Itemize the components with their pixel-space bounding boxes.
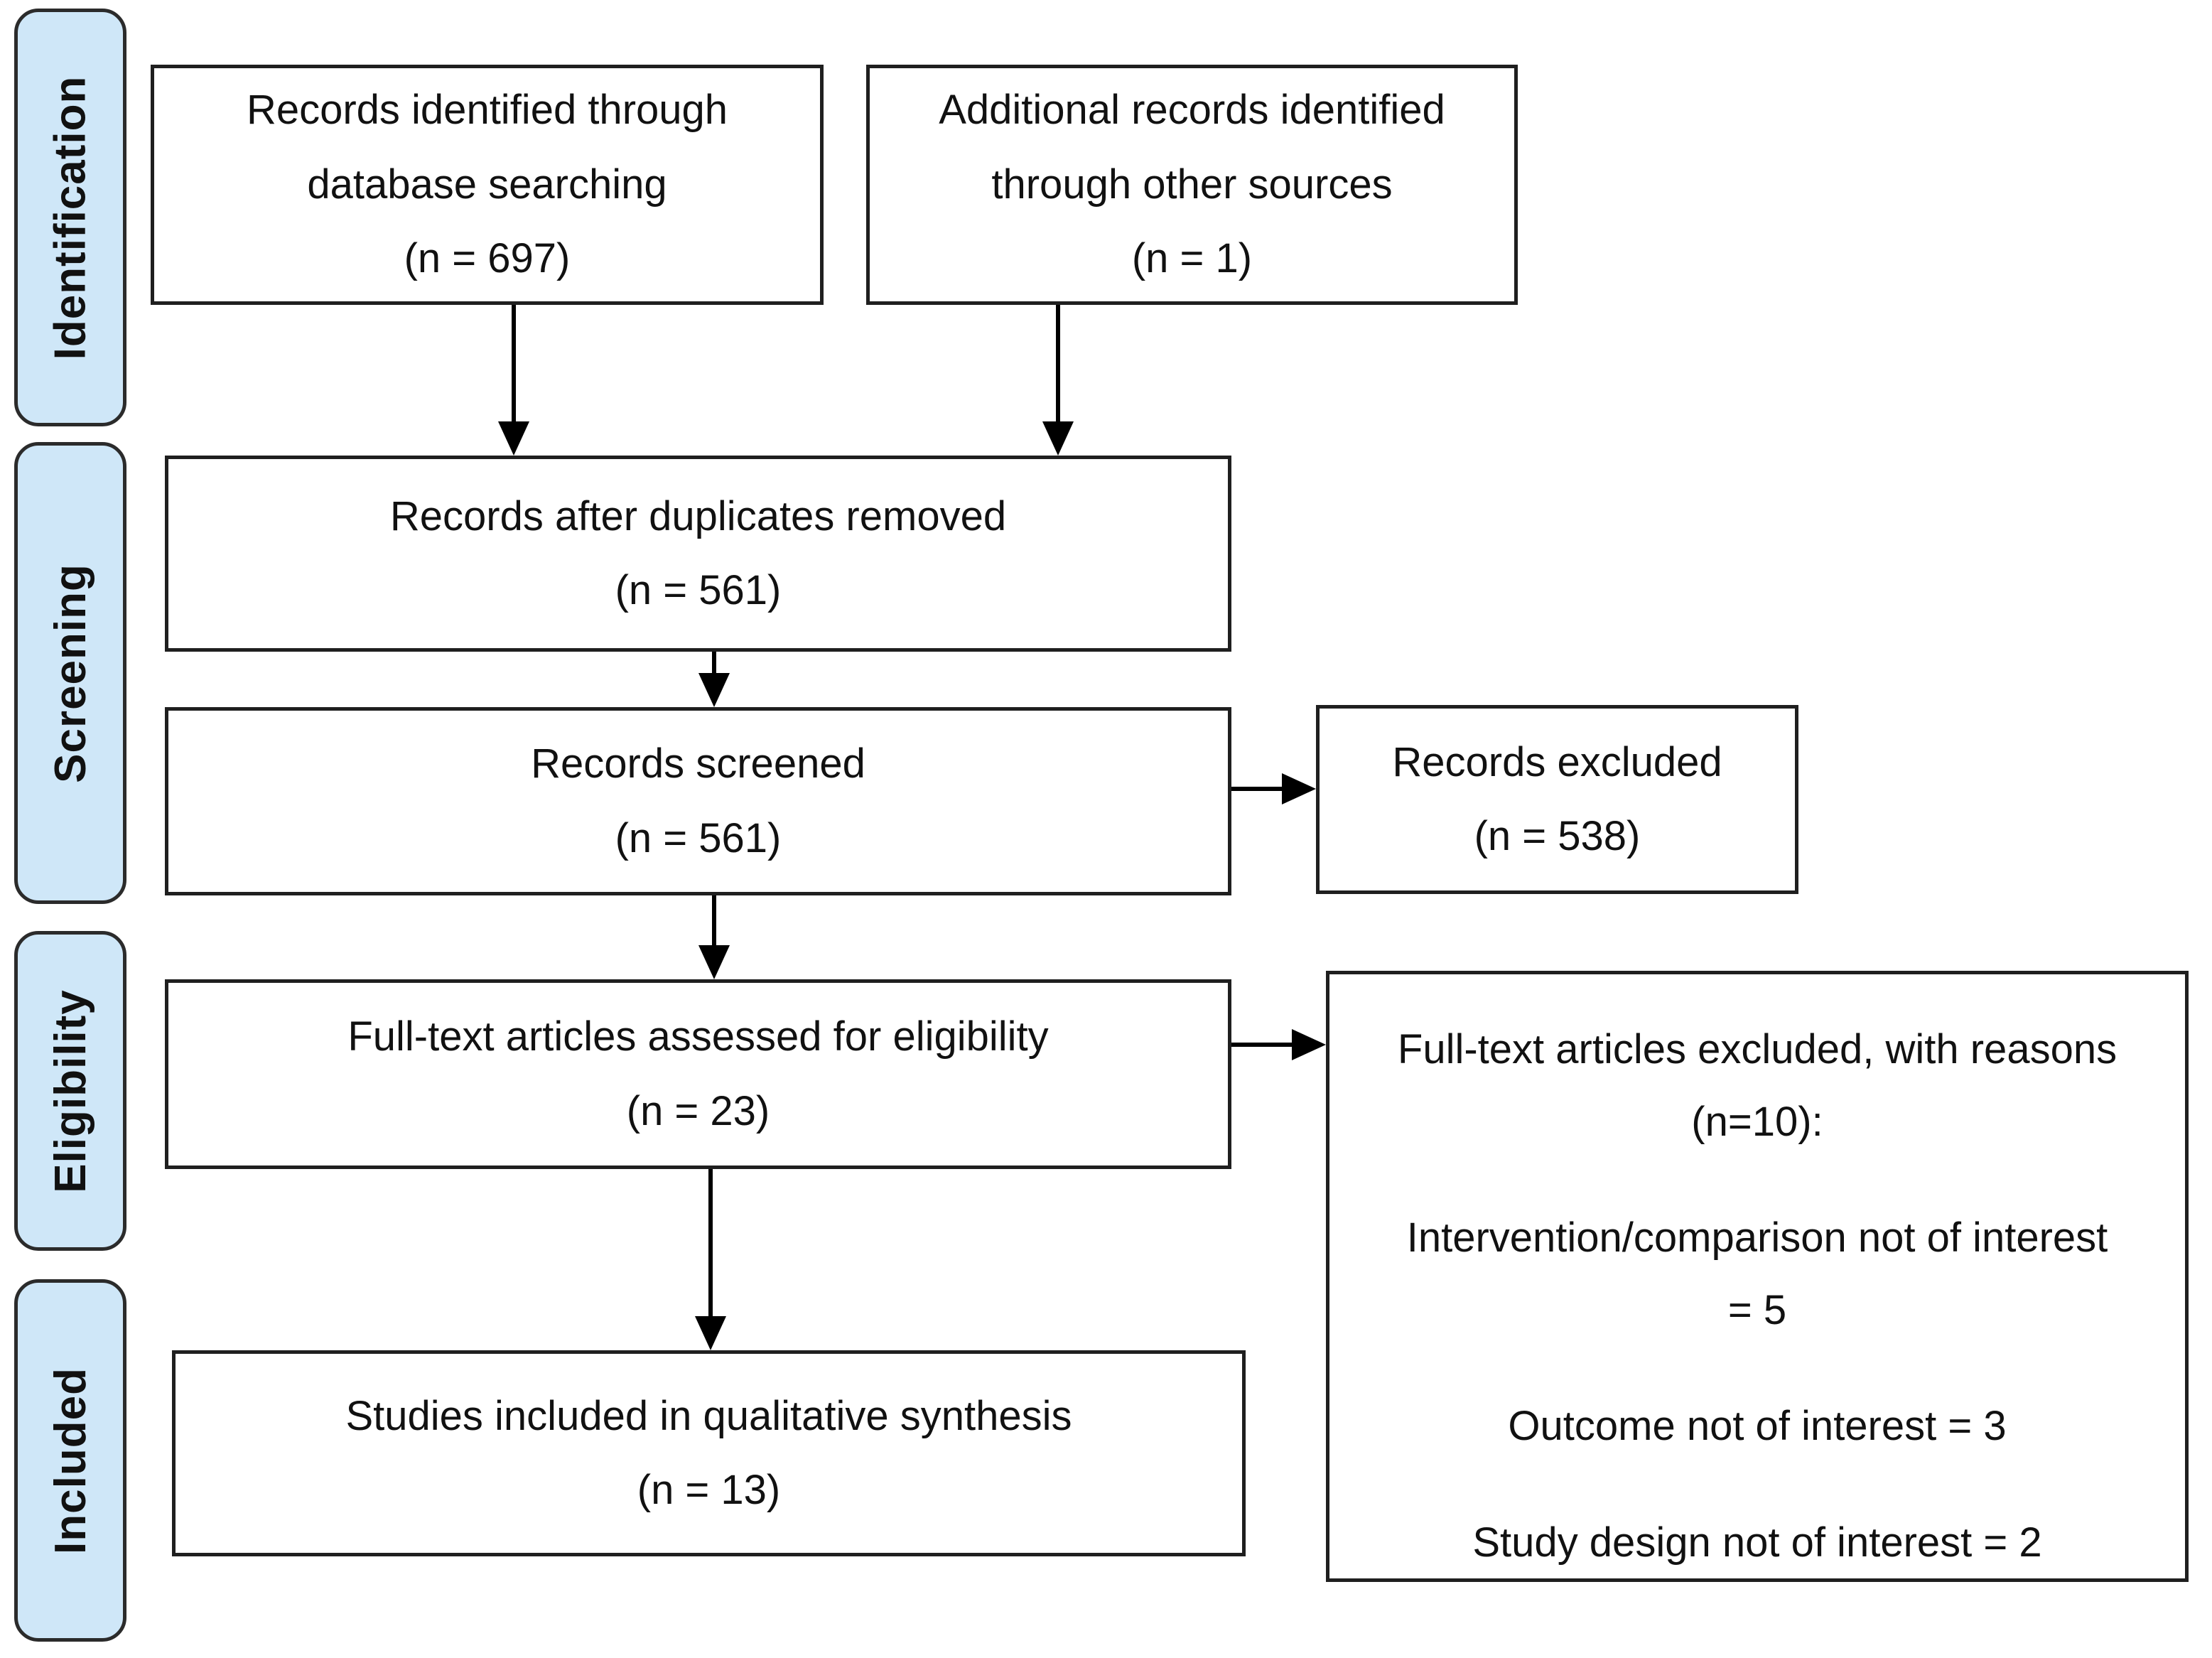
box-records-screened-text: Records screened (n = 561) xyxy=(531,741,865,861)
stage-label-included: Included xyxy=(45,1367,95,1554)
arrow-head-down-icon xyxy=(698,945,730,979)
arrow-duplicates-to-screened xyxy=(698,652,730,707)
arrow-database-to-duplicates xyxy=(498,305,529,456)
stage-band-included: Included xyxy=(14,1279,126,1642)
stage-label-eligibility: Eligibility xyxy=(45,989,95,1193)
arrow-shaft xyxy=(1231,1043,1292,1047)
arrow-fulltext-to-excluded-reasons xyxy=(1231,1029,1326,1060)
arrow-shaft xyxy=(708,1169,713,1316)
box-records-excluded-text: Records excluded (n = 538) xyxy=(1392,738,1722,859)
fulltext-excluded-reason-study-design: Study design not of interest = 2 xyxy=(1472,1519,2042,1566)
stage-band-eligibility: Eligibility xyxy=(14,931,126,1251)
box-records-identified-database-text: Records identified through database sear… xyxy=(246,87,728,282)
stage-label-identification: Identification xyxy=(45,75,95,360)
arrow-screened-to-excluded xyxy=(1231,773,1316,804)
arrow-shaft xyxy=(712,652,716,673)
stage-band-identification: Identification xyxy=(14,9,126,426)
box-records-identified-database: Records identified through database sear… xyxy=(151,65,824,305)
arrow-head-down-icon xyxy=(498,421,529,456)
fulltext-excluded-reason-outcome: Outcome not of interest = 3 xyxy=(1508,1403,2007,1449)
fulltext-excluded-header: Full-text articles excluded, with reason… xyxy=(1397,1026,2117,1145)
stage-label-screening: Screening xyxy=(45,563,95,783)
arrow-head-right-icon xyxy=(1282,773,1316,804)
arrow-fulltext-to-included xyxy=(695,1169,726,1350)
arrow-head-down-icon xyxy=(698,673,730,707)
fulltext-excluded-reason-intervention: Intervention/comparison not of interest … xyxy=(1406,1215,2108,1333)
arrow-other-sources-to-duplicates xyxy=(1042,305,1074,456)
arrow-head-right-icon xyxy=(1292,1029,1326,1060)
arrow-head-down-icon xyxy=(695,1316,726,1350)
stage-band-screening: Screening xyxy=(14,442,126,904)
box-records-after-duplicates-removed: Records after duplicates removed (n = 56… xyxy=(165,456,1231,652)
box-records-after-duplicates-removed-text: Records after duplicates removed (n = 56… xyxy=(389,492,1007,613)
box-additional-records-other-sources-text: Additional records identified through ot… xyxy=(939,87,1445,282)
arrow-head-down-icon xyxy=(1042,421,1074,456)
box-studies-included-qualitative: Studies included in qualitative synthesi… xyxy=(172,1350,1246,1556)
arrow-shaft xyxy=(1056,305,1060,421)
arrow-shaft xyxy=(1231,787,1282,791)
box-records-screened: Records screened (n = 561) xyxy=(165,707,1231,895)
arrow-screened-to-fulltext xyxy=(698,895,730,979)
box-fulltext-assessed: Full-text articles assessed for eligibil… xyxy=(165,979,1231,1169)
box-studies-included-qualitative-text: Studies included in qualitative synthesi… xyxy=(345,1392,1072,1513)
box-fulltext-assessed-text: Full-text articles assessed for eligibil… xyxy=(347,1013,1049,1134)
box-records-excluded: Records excluded (n = 538) xyxy=(1316,705,1798,894)
box-additional-records-other-sources: Additional records identified through ot… xyxy=(866,65,1518,305)
box-fulltext-excluded-reasons: Full-text articles excluded, with reason… xyxy=(1326,971,2189,1582)
arrow-shaft xyxy=(712,895,716,945)
arrow-shaft xyxy=(512,305,516,421)
